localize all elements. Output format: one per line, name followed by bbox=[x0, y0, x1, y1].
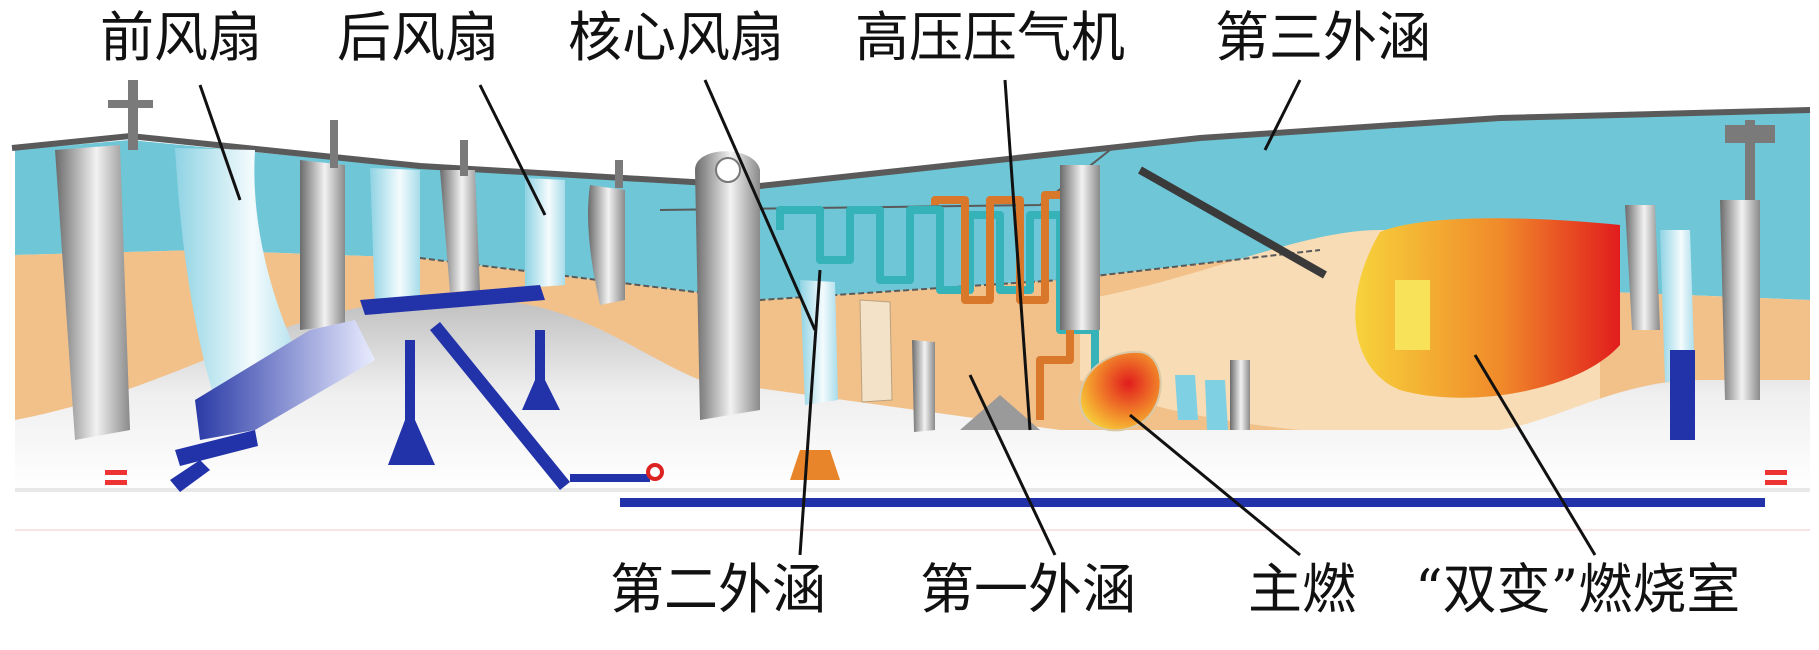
label-third-bypass: 第三外涵 bbox=[1215, 6, 1431, 69]
label-main-burner: 主燃 bbox=[1248, 558, 1356, 621]
dual-variable-combustor bbox=[1355, 218, 1620, 398]
label-front-fan: 前风扇 bbox=[100, 6, 262, 69]
casing-struts bbox=[108, 80, 1775, 200]
label-hp-compressor: 高压压气机 bbox=[855, 6, 1125, 69]
engine-hub bbox=[15, 298, 1810, 490]
label-rear-fan: 后风扇 bbox=[337, 6, 499, 69]
leader-lines bbox=[198, 79, 1597, 557]
bearing-markers bbox=[105, 470, 1787, 485]
rear-fan-blade bbox=[440, 170, 480, 292]
hp-compressor bbox=[960, 165, 1250, 430]
shaft-structure bbox=[170, 322, 1765, 507]
label-core-fan: 核心风扇 bbox=[568, 6, 784, 69]
label-second-bypass: 第二外涵 bbox=[610, 558, 826, 621]
label-dual-variable-combustor: “双变”燃烧室 bbox=[1415, 558, 1741, 621]
core-fan-casing bbox=[695, 151, 760, 420]
heat-exchanger-pipes bbox=[776, 191, 1099, 420]
label-first-bypass: 第一外涵 bbox=[920, 558, 1136, 621]
front-fan-blade bbox=[55, 145, 130, 440]
core-fan-blade bbox=[800, 280, 838, 405]
main-burner bbox=[1078, 350, 1162, 432]
